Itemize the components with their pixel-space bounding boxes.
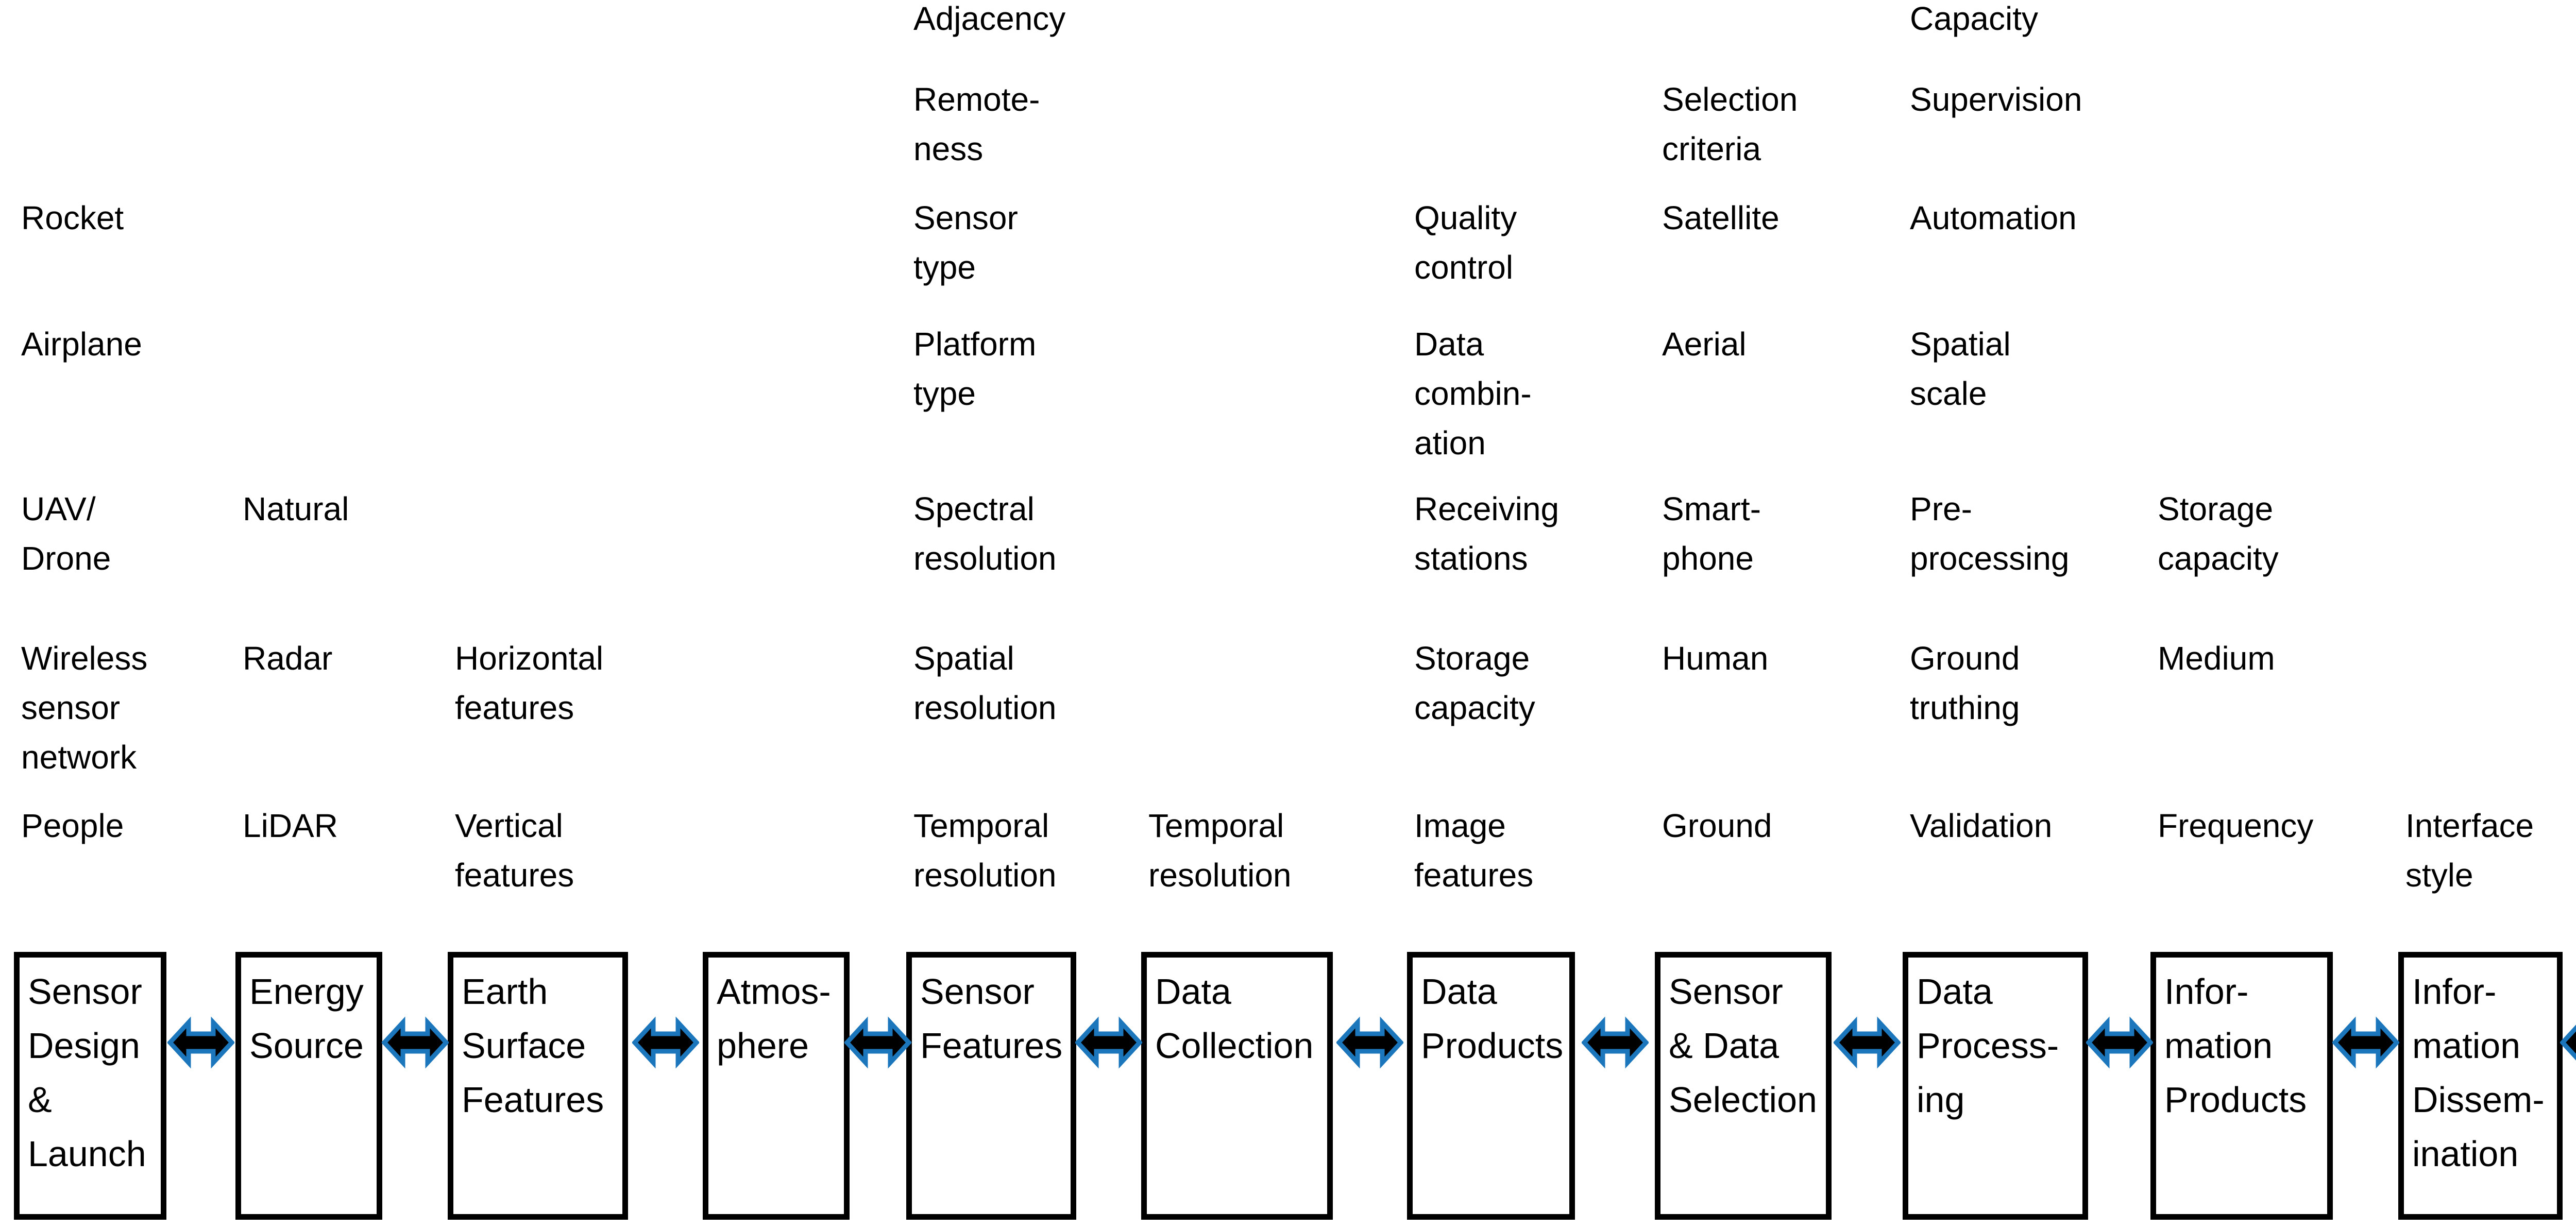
flow-box-infor-mation-products: Infor- mation Products [2150, 952, 2333, 1220]
attribute-label-adjacency: Adjacency [913, 0, 1066, 37]
attribute-label-platform-type: Platform type [913, 326, 1037, 412]
flow-box-label: Data Products [1421, 971, 1564, 1066]
attribute-label-receiving-stations: Receiving stations [1414, 490, 1560, 577]
double-headed-arrow-icon [2086, 1016, 2153, 1069]
stage-column-atmos-phere: Atmos- phere [703, 0, 850, 1229]
attribute-label-data-combin-ation: Data combin- ation [1414, 326, 1532, 462]
attribute-label-vertical-features: Vertical features [455, 807, 574, 894]
double-headed-arrow-icon [844, 1016, 911, 1069]
attribute-label-pre-processing: Pre- processing [1910, 490, 2070, 577]
flow-box-label: Earth Surface Features [462, 971, 604, 1120]
flow-box-energy-source: Energy Source [235, 952, 382, 1220]
attribute-label-aerial: Aerial [1662, 326, 1747, 363]
attribute-label-automation: Automation [1910, 199, 2077, 236]
attribute-label-interface-style: Interface style [2405, 807, 2534, 894]
flow-box-label: Infor- mation Products [2164, 971, 2307, 1120]
flow-box-infor-mation-dissem-ination: Infor- mation Dissem- ination [2398, 952, 2563, 1220]
attribute-label-airplane: Airplane [21, 326, 142, 363]
flow-box-data-products: Data Products [1407, 952, 1575, 1220]
double-headed-arrow-icon [1582, 1016, 1649, 1069]
attribute-label-smart-phone: Smart- phone [1662, 490, 1761, 577]
flow-box-label: Sensor & Data Selection [1669, 971, 1817, 1120]
attribute-label-spectral-resolution: Spectral resolution [913, 490, 1057, 577]
attribute-label-quality-control: Quality control [1414, 199, 1517, 286]
flow-box-sensor-features: Sensor Features [906, 952, 1076, 1220]
attribute-label-temporal-resolution: Temporal resolution [913, 807, 1057, 894]
attribute-label-validation: Validation [1910, 807, 2053, 844]
attribute-label-temporal-resolution: Temporal resolution [1148, 807, 1292, 894]
flow-box-label: Sensor Design & Launch [28, 971, 146, 1174]
attribute-label-spatial-scale: Spatial scale [1910, 326, 2011, 412]
attribute-label-satellite: Satellite [1662, 199, 1780, 236]
attribute-label-supervision: Supervision [1910, 81, 2082, 118]
attribute-label-storage-capacity: Storage capacity [1414, 640, 1535, 726]
attribute-label-lidar: LiDAR [243, 807, 338, 844]
flow-box-label: Energy Source [249, 971, 364, 1066]
attribute-label-human: Human [1662, 640, 1769, 677]
attribute-label-uav-drone: UAV/ Drone [21, 490, 111, 577]
attribute-label-sensor-type: Sensor type [913, 199, 1018, 286]
flow-box-earth-surface-features: Earth Surface Features [448, 952, 628, 1220]
attribute-label-selection-criteria: Selection criteria [1662, 81, 1798, 167]
attribute-label-horizontal-features: Horizontal features [455, 640, 604, 726]
double-headed-arrow-icon [2560, 1016, 2576, 1069]
double-headed-arrow-icon [1834, 1016, 1901, 1069]
double-headed-arrow-icon [167, 1016, 234, 1069]
flow-box-atmos-phere: Atmos- phere [703, 952, 850, 1220]
attribute-label-capacity: Capacity [1910, 0, 2038, 37]
attribute-label-people: People [21, 807, 124, 844]
attribute-label-storage-capacity: Storage capacity [2158, 490, 2279, 577]
attribute-label-rocket: Rocket [21, 199, 124, 236]
flow-box-label: Sensor Features [920, 971, 1063, 1066]
attribute-label-ground-truthing: Ground truthing [1910, 640, 2020, 726]
flow-box-label: Atmos- phere [717, 971, 831, 1066]
double-headed-arrow-icon [1336, 1016, 1403, 1069]
attribute-label-spatial-resolution: Spatial resolution [913, 640, 1057, 726]
flow-box-label: Infor- mation Dissem- ination [2412, 971, 2545, 1174]
double-headed-arrow-icon [382, 1016, 449, 1069]
attribute-label-ground: Ground [1662, 807, 1772, 844]
flow-box-sensor-design-launch: Sensor Design & Launch [14, 952, 166, 1220]
attribute-label-frequency: Frequency [2158, 807, 2314, 844]
double-headed-arrow-icon [2332, 1016, 2399, 1069]
flow-box-label: Data Process- ing [1917, 971, 2059, 1120]
flow-box-sensor-data-selection: Sensor & Data Selection [1655, 952, 1832, 1220]
double-headed-arrow-icon [1075, 1016, 1142, 1069]
attribute-label-radar: Radar [243, 640, 333, 677]
flow-box-data-collection: Data Collection [1141, 952, 1333, 1220]
flow-box-label: Data Collection [1155, 971, 1314, 1066]
double-headed-arrow-icon [632, 1016, 699, 1069]
attribute-label-natural: Natural [243, 490, 349, 527]
flow-box-data-process-ing: Data Process- ing [1903, 952, 2088, 1220]
attribute-label-image-features: Image features [1414, 807, 1534, 894]
attribute-label-wireless-sensor-network: Wireless sensor network [21, 640, 148, 776]
attribute-label-medium: Medium [2158, 640, 2275, 677]
attribute-label-remote-ness: Remote- ness [913, 81, 1040, 167]
